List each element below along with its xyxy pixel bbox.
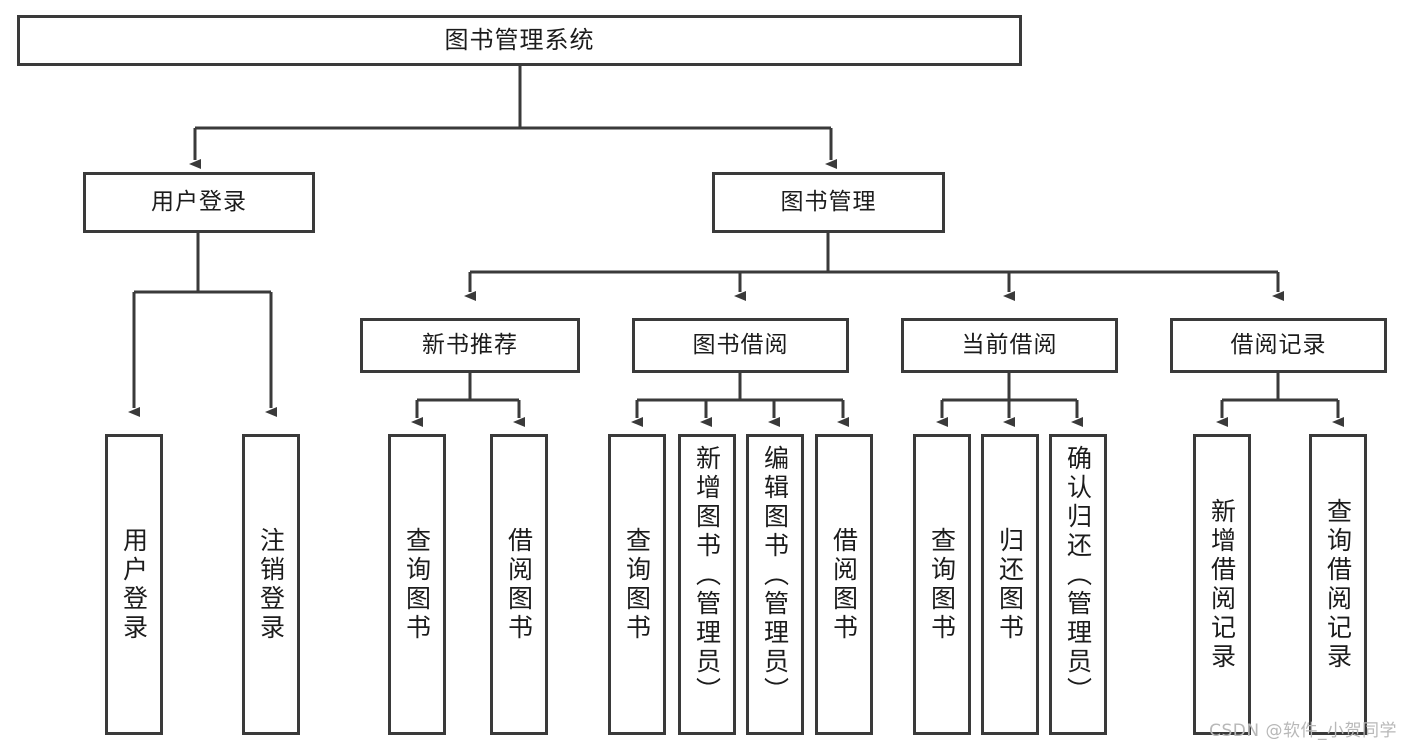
node-leaf-confirm-return-admin[interactable]: 确认归还（管理员） xyxy=(1049,434,1107,735)
node-book-borrowing[interactable]: 图书借阅 xyxy=(632,318,849,373)
node-label: 当前借阅 xyxy=(961,331,1058,358)
node-leaf-query-book-current[interactable]: 查询图书 xyxy=(913,434,971,735)
node-label: 用户登录 xyxy=(151,188,247,215)
node-new-book-recommendation[interactable]: 新书推荐 xyxy=(360,318,580,373)
node-leaf-return-book[interactable]: 归还图书 xyxy=(981,434,1039,735)
node-leaf-edit-book-admin[interactable]: 编辑图书（管理员） xyxy=(746,434,804,735)
node-label: 新增图书（管理员） xyxy=(692,445,722,706)
node-label: 新增借阅记录 xyxy=(1207,497,1237,672)
node-leaf-query-borrow-record[interactable]: 查询借阅记录 xyxy=(1309,434,1367,735)
watermark: CSDN @软件_小贺同学 xyxy=(1209,721,1397,741)
node-label: 查询图书 xyxy=(927,526,957,643)
node-leaf-user-login[interactable]: 用户登录 xyxy=(105,434,163,735)
node-label: 确认归还（管理员） xyxy=(1063,445,1093,706)
node-current-borrowing[interactable]: 当前借阅 xyxy=(901,318,1118,373)
node-label: 图书管理系统 xyxy=(444,26,595,55)
node-leaf-logout[interactable]: 注销登录 xyxy=(242,434,300,735)
node-book-management[interactable]: 图书管理 xyxy=(712,172,945,233)
node-label: 注销登录 xyxy=(256,526,286,643)
node-label: 新书推荐 xyxy=(422,331,518,358)
node-label: 图书借阅 xyxy=(692,331,789,358)
node-label: 查询图书 xyxy=(402,526,432,643)
node-label: 查询图书 xyxy=(622,526,652,643)
node-user-login[interactable]: 用户登录 xyxy=(83,172,315,233)
node-label: 图书管理 xyxy=(780,188,877,215)
node-label: 借阅图书 xyxy=(829,526,859,643)
node-leaf-query-book-borrow[interactable]: 查询图书 xyxy=(608,434,666,735)
node-borrowing-records[interactable]: 借阅记录 xyxy=(1170,318,1387,373)
node-leaf-query-book-newbook[interactable]: 查询图书 xyxy=(388,434,446,735)
node-leaf-borrow-book-newbook[interactable]: 借阅图书 xyxy=(490,434,548,735)
node-root-system[interactable]: 图书管理系统 xyxy=(17,15,1022,66)
node-label: 归还图书 xyxy=(995,526,1025,643)
node-leaf-add-book-admin[interactable]: 新增图书（管理员） xyxy=(678,434,736,735)
node-label: 用户登录 xyxy=(119,526,149,643)
node-label: 借阅图书 xyxy=(504,526,534,643)
node-label: 查询借阅记录 xyxy=(1323,497,1353,672)
node-label: 编辑图书（管理员） xyxy=(760,445,790,706)
node-leaf-borrow-book-borrow[interactable]: 借阅图书 xyxy=(815,434,873,735)
node-leaf-add-borrow-record[interactable]: 新增借阅记录 xyxy=(1193,434,1251,735)
node-label: 借阅记录 xyxy=(1230,331,1327,358)
